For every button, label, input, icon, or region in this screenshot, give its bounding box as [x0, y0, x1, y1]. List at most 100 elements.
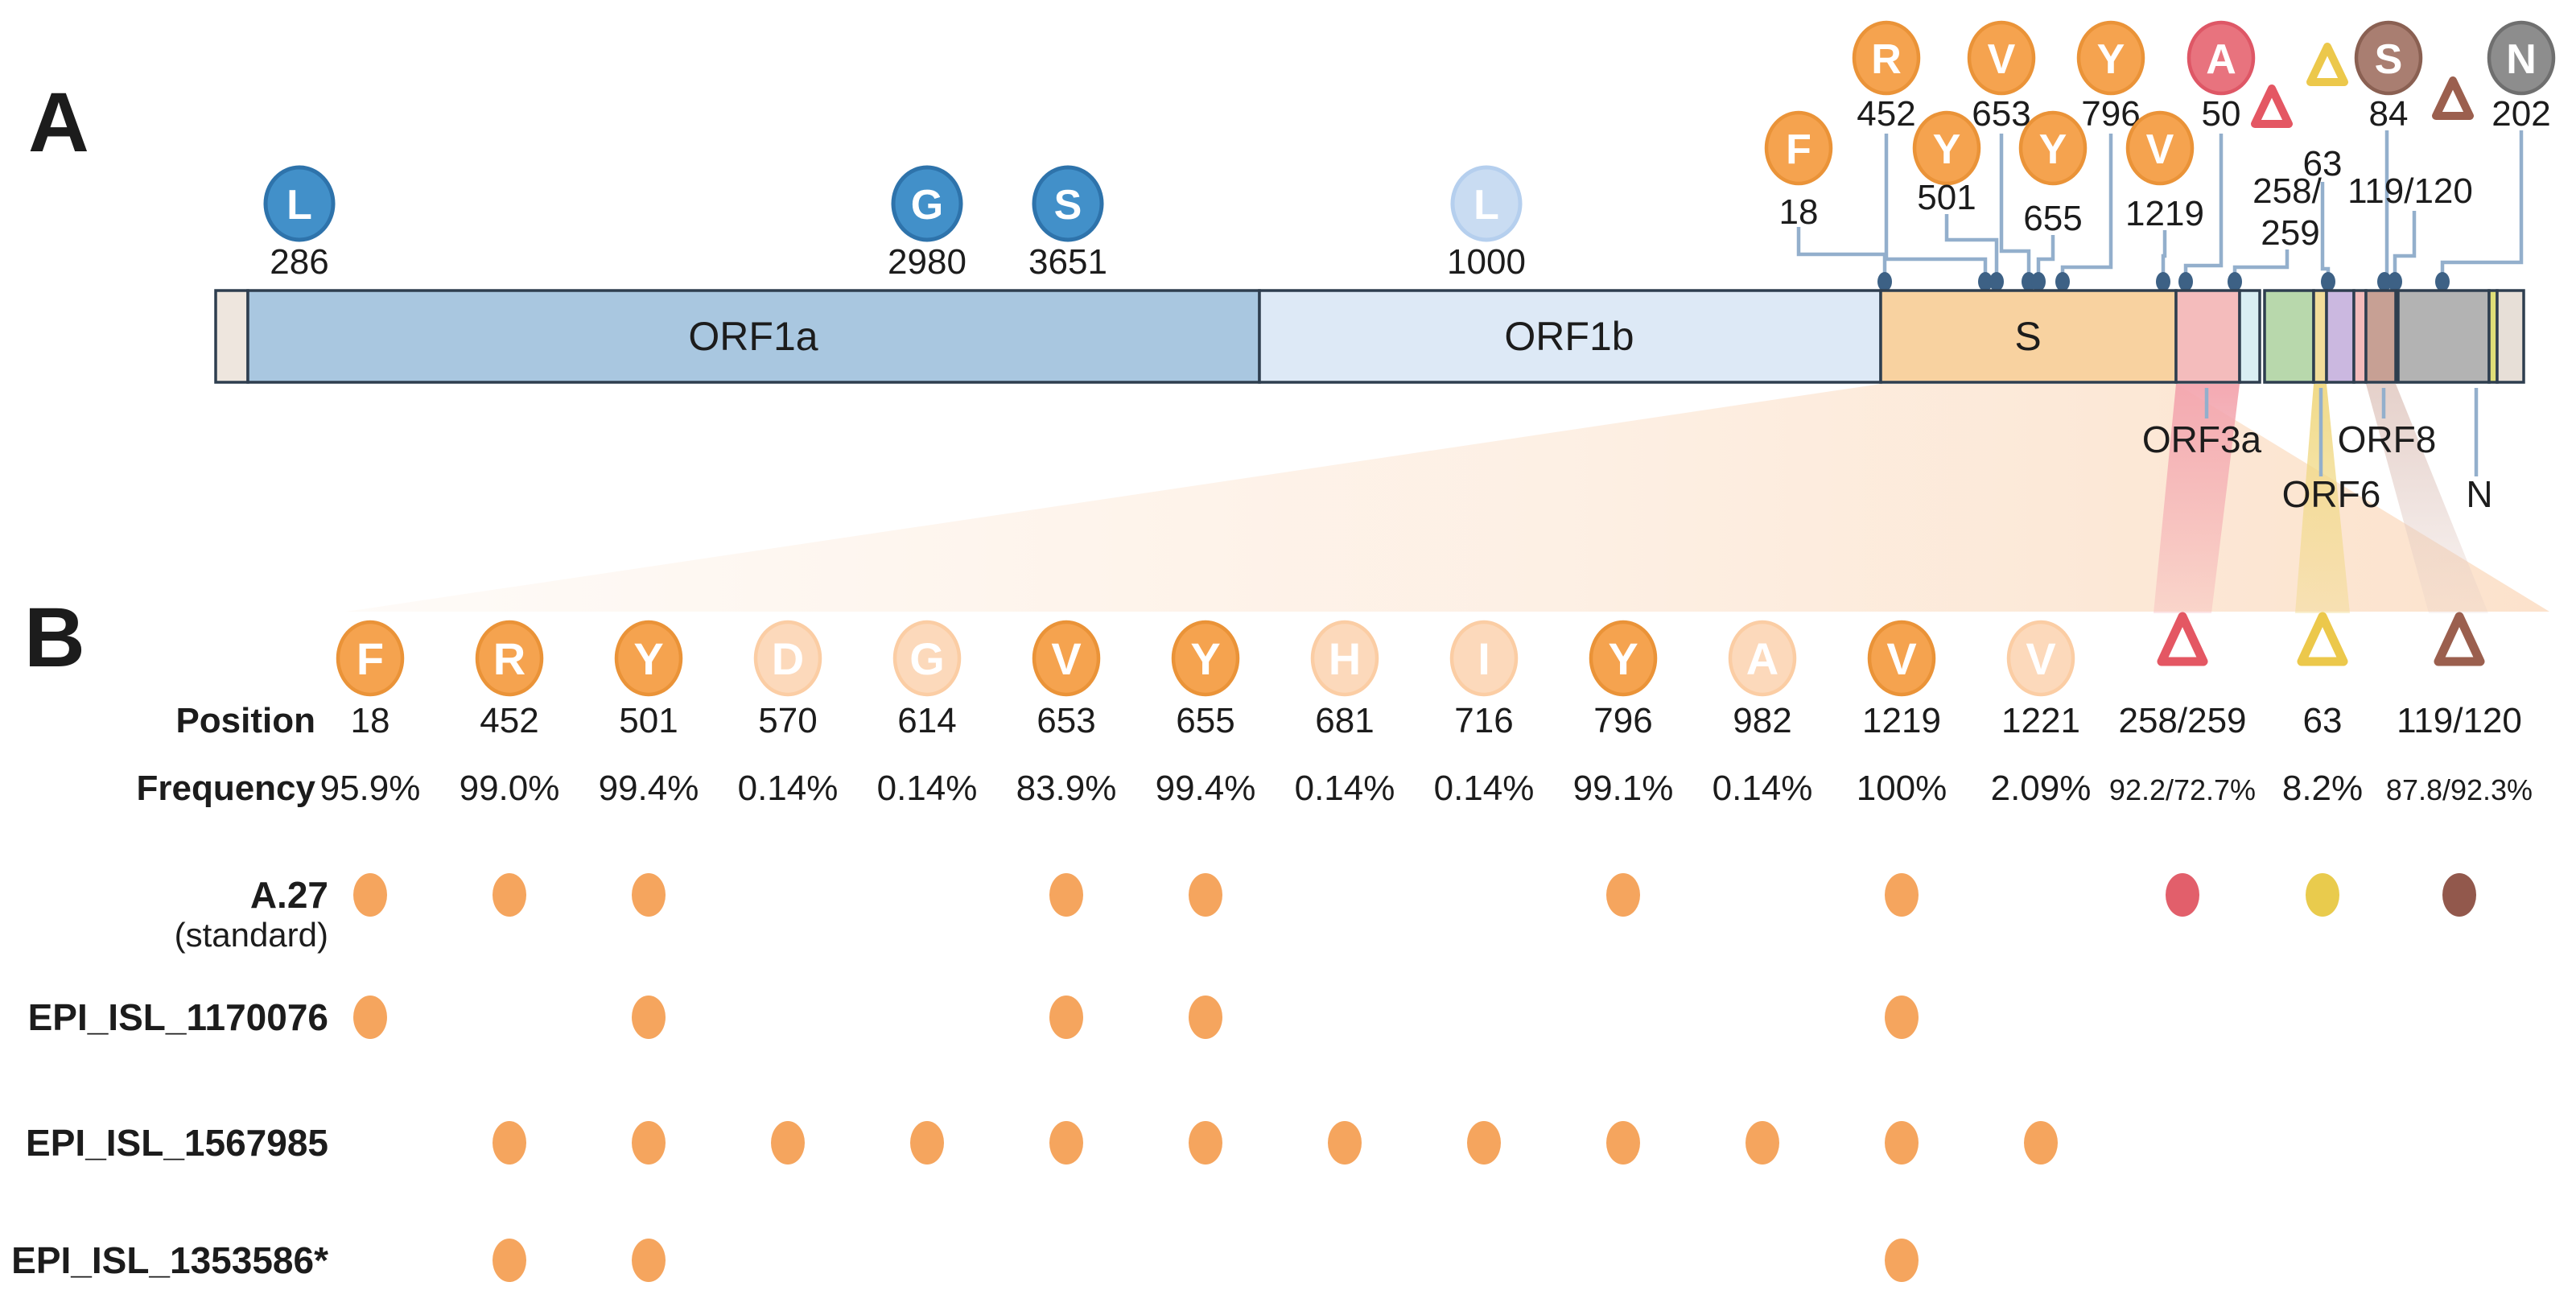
- genome-position-dot: [2031, 272, 2046, 291]
- mutation-letter: V: [1988, 36, 2016, 83]
- presence-dot: [493, 1239, 526, 1282]
- orf-callout-label: ORF8: [2338, 418, 2437, 460]
- column-position: 982: [1733, 701, 1791, 740]
- mutation-connector-line: [1999, 134, 2031, 280]
- presence-dot: [353, 873, 387, 917]
- genome-position-dot: [2228, 272, 2242, 291]
- presence-dot: [1885, 1239, 1919, 1282]
- mutation-circle-F18: [1764, 110, 1833, 186]
- presence-dot: [632, 996, 666, 1039]
- column-position: 63: [2303, 701, 2343, 740]
- presence-dot: [1885, 1121, 1919, 1165]
- orf-callout-label: ORF6: [2282, 473, 2381, 515]
- mutation-position: 796: [2081, 94, 2140, 134]
- orf-callout-label: N: [2466, 473, 2492, 515]
- mutation-circle-V1219: [2125, 110, 2195, 186]
- presence-dot: [2442, 873, 2476, 917]
- mutation-letter: A: [2206, 36, 2236, 83]
- presence-dot: [2166, 873, 2199, 917]
- column-circle-Y501: [614, 620, 683, 697]
- row-label-a-27: A.27: [250, 874, 328, 916]
- mutation-letter: Y: [2039, 126, 2067, 173]
- mutation-letter: L: [286, 182, 312, 229]
- column-circle-G614: [892, 620, 962, 697]
- genome-position-dot: [2055, 272, 2070, 291]
- mutation-letter: R: [1871, 36, 1902, 83]
- column-letter: Y: [1608, 633, 1638, 684]
- column-circle-D570: [753, 620, 822, 697]
- mutation-connector-line: [1944, 214, 1999, 280]
- column-frequency: 95.9%: [320, 769, 421, 808]
- row-sublabel: (standard): [175, 916, 328, 954]
- segment-orf3a: [2174, 289, 2241, 384]
- segment-orf6: [2312, 289, 2328, 384]
- panel-a-label: A: [28, 76, 89, 170]
- presence-dot: [632, 1121, 666, 1165]
- column-circle-I716: [1449, 620, 1519, 697]
- mutation-letter: S: [2375, 36, 2403, 83]
- segment-3utr: [2496, 289, 2525, 384]
- genome-position-dot: [1989, 272, 2004, 291]
- column-circle-R452: [475, 620, 544, 697]
- mutation-connector-line: [2393, 211, 2417, 280]
- segment-m: [2263, 289, 2315, 384]
- mutation-letter: V: [2146, 126, 2174, 173]
- column-frequency: 0.14%: [1295, 769, 1395, 808]
- column-position: 1219: [1862, 701, 1941, 740]
- bar-label-orf1b: ORF1b: [1504, 314, 1634, 359]
- presence-dot: [632, 1239, 666, 1282]
- mutation-connector-line: [1884, 134, 1988, 280]
- mutation-position: 202: [2492, 94, 2550, 134]
- genome-position-dot: [2377, 272, 2392, 291]
- column-frequency: 99.4%: [1156, 769, 1256, 808]
- genome-position-dot: [2178, 272, 2193, 291]
- presence-dot: [1049, 996, 1083, 1039]
- presence-dot: [632, 873, 666, 917]
- mutation-connector-line: [2161, 230, 2167, 280]
- column-frequency: 0.14%: [877, 769, 978, 808]
- mutation-position: 286: [270, 242, 328, 282]
- column-circle-V1219: [1867, 620, 1936, 697]
- mutation-letter: G: [911, 182, 943, 229]
- presence-dot: [1885, 873, 1919, 917]
- deletion-position-63: 63: [2303, 144, 2343, 183]
- column-position: 655: [1176, 701, 1234, 740]
- column-frequency: 8.2%: [2282, 769, 2363, 808]
- column-letter: V: [1886, 633, 1916, 684]
- position-row-header: Position: [175, 701, 315, 740]
- presence-dot: [1189, 873, 1222, 917]
- deletion-position-119-120: 119/120: [2347, 171, 2473, 211]
- presence-dot: [1189, 1121, 1222, 1165]
- column-frequency: 0.14%: [1434, 769, 1535, 808]
- row-label-epi-isl-1353586-: EPI_ISL_1353586*: [11, 1239, 328, 1281]
- deletion-triangle-orf3a: [2251, 85, 2293, 128]
- genome-position-dot: [1877, 272, 1892, 291]
- presence-dot: [493, 873, 526, 917]
- column-circle-V653: [1032, 620, 1101, 697]
- mutation-circle-G2980: [891, 165, 963, 242]
- column-position: 796: [1593, 701, 1652, 740]
- segment-orf1a: [246, 289, 1261, 384]
- column-position: 1221: [2001, 701, 2080, 740]
- presence-dot: [771, 1121, 805, 1165]
- mutation-position: 452: [1857, 94, 1915, 134]
- column-letter: A: [1746, 633, 1778, 684]
- row-label-epi-isl-1567985: EPI_ISL_1567985: [26, 1122, 328, 1164]
- mutation-letter: L: [1473, 182, 1499, 229]
- segment-orf7b: [2352, 289, 2368, 384]
- spike-zoom-wedge: [346, 384, 2549, 612]
- column-letter: Y: [1190, 633, 1220, 684]
- genome-position-dot: [1978, 272, 1993, 291]
- segment-e: [2238, 289, 2261, 384]
- connector-lines: [1796, 130, 2524, 291]
- mutation-position: 18: [1779, 192, 1819, 232]
- mutation-connector-line: [1796, 227, 1887, 280]
- mutation-letter: Y: [2097, 36, 2125, 83]
- presence-dot: [1049, 873, 1083, 917]
- mutation-letter: S: [1054, 182, 1082, 229]
- mutation-position: 655: [2023, 199, 2082, 238]
- deletion-triangle-orf8: [2432, 76, 2474, 120]
- column-deletion-triangle-63: [2297, 612, 2348, 666]
